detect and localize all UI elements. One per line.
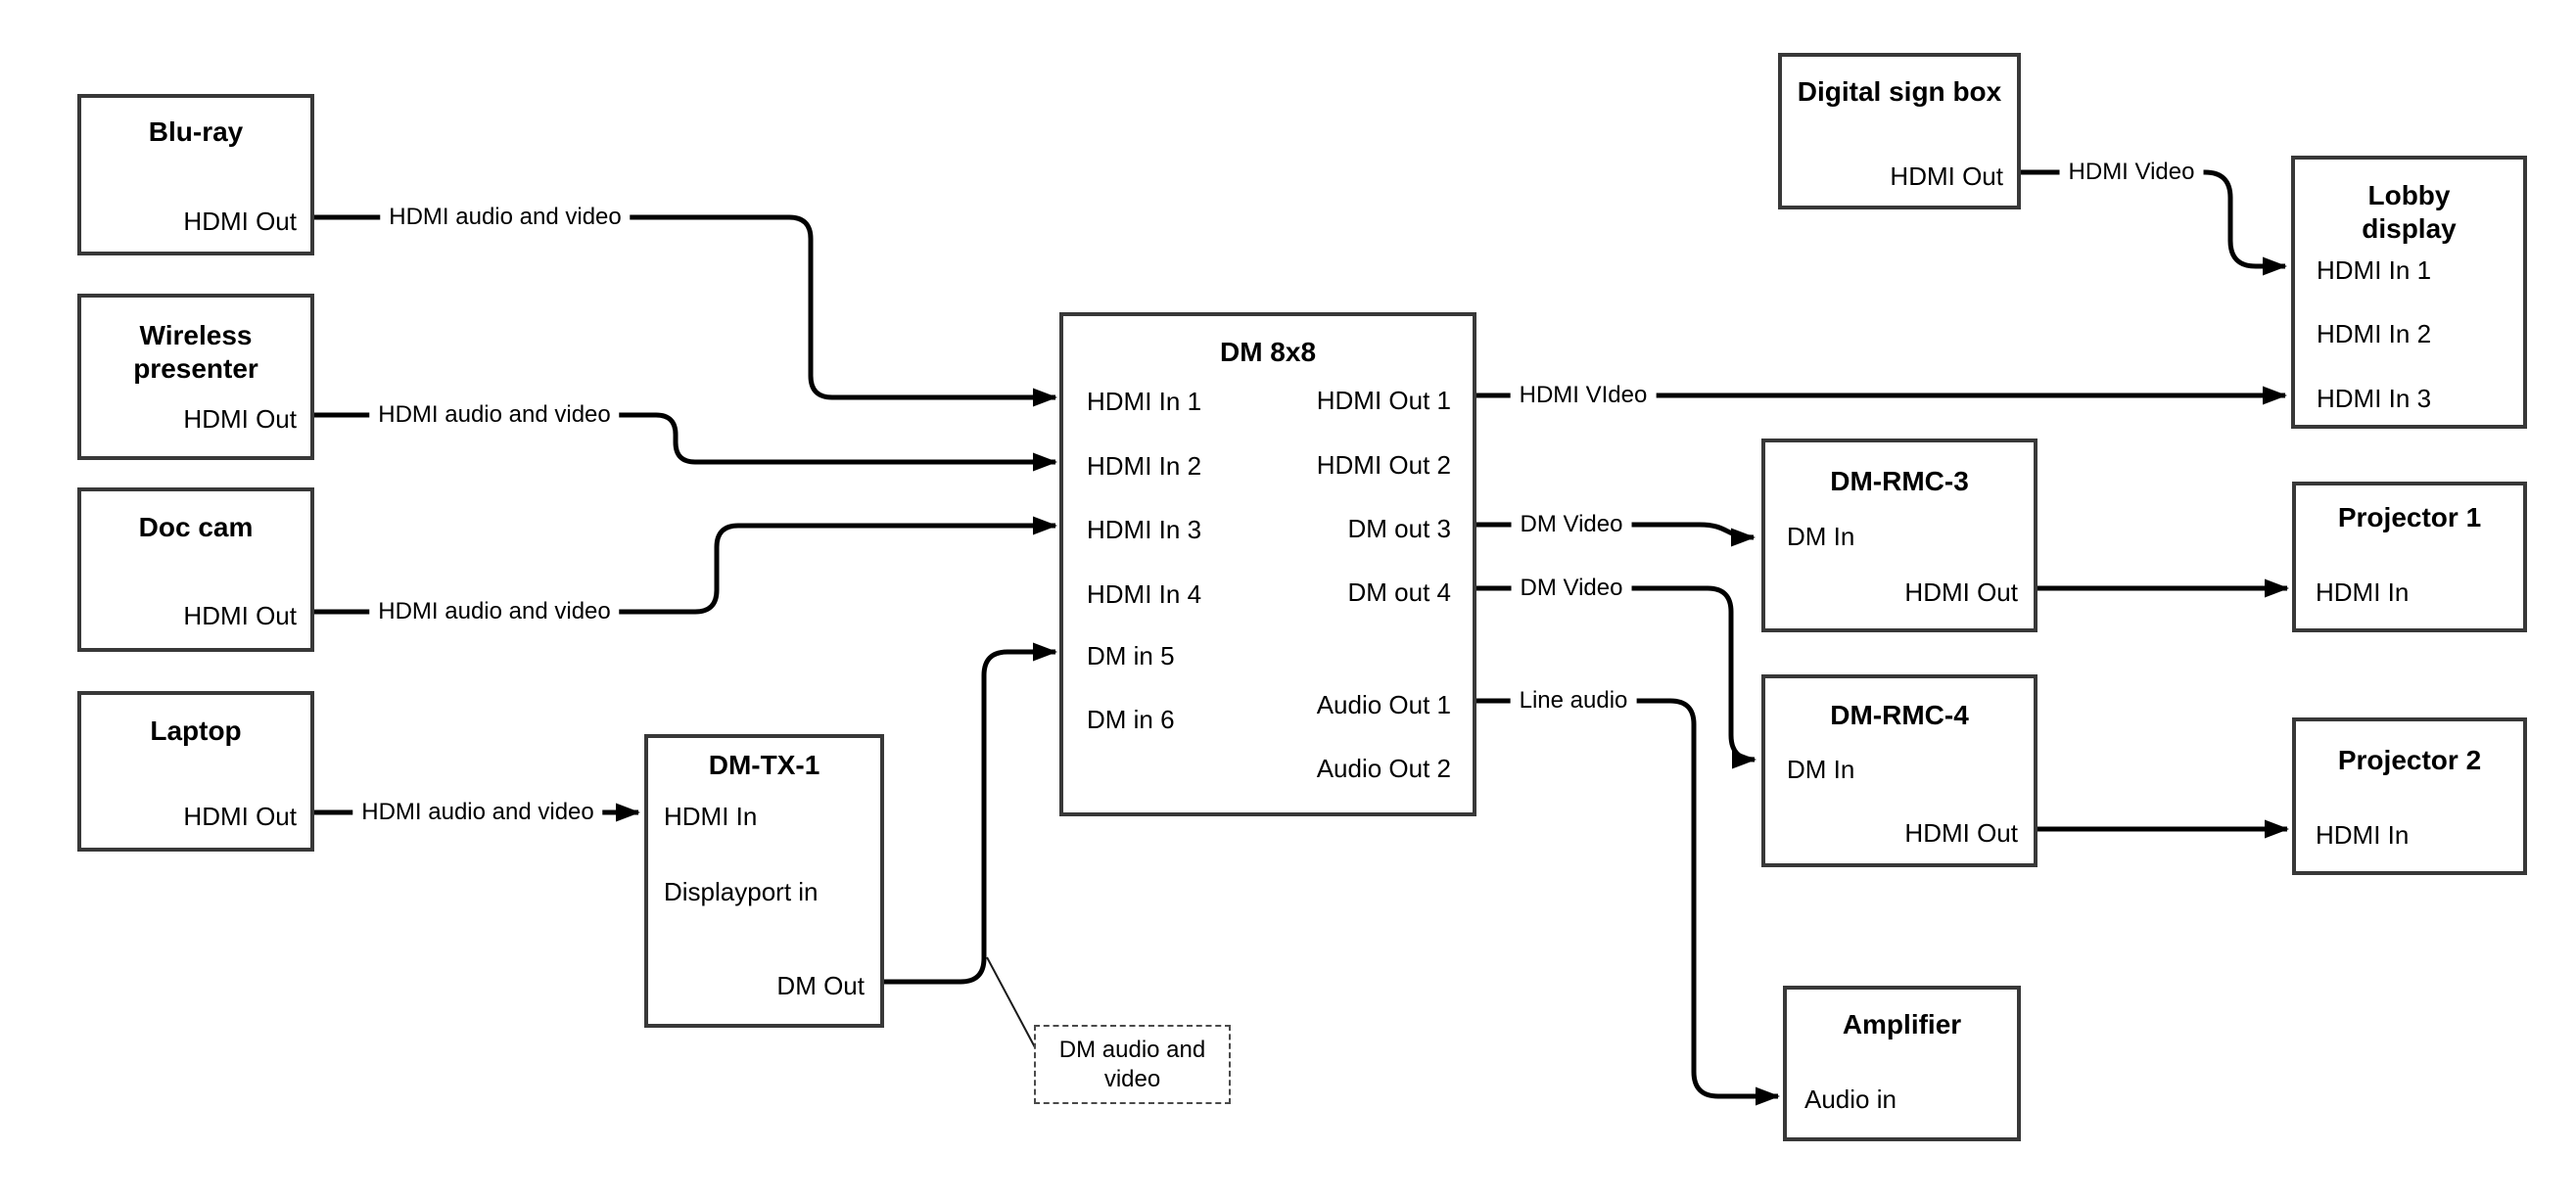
port-laptop-hdmi-out: HDMI Out	[183, 802, 297, 831]
port-projector1-hdmi-in: HDMI In	[2316, 577, 2410, 607]
node-title: Blu-ray	[148, 116, 244, 147]
node-doc-cam[interactable]: Doc cam HDMI Out	[77, 487, 314, 652]
port-dm8x8-hdmi-in-4: HDMI In 4	[1087, 579, 1202, 609]
node-title: Projector 1	[2337, 502, 2482, 532]
node-laptop[interactable]: Laptop HDMI Out	[77, 691, 314, 852]
node-dm-8x8[interactable]: DM 8x8 HDMI In 1 HDMI In 2 HDMI In 3 HDM…	[1059, 312, 1476, 816]
port-dm8x8-hdmi-in-2: HDMI In 2	[1087, 451, 1202, 481]
port-dm8x8-audio-out-2: Audio Out 2	[1316, 754, 1451, 783]
callout-leader-line	[986, 956, 1036, 1048]
edge-label-bluray: HDMI audio and video	[380, 203, 631, 232]
connector-wireless-to-dm8x8-hdmi-in-2[interactable]	[312, 412, 1057, 472]
port-lobby-hdmi-in-2: HDMI In 2	[2317, 319, 2432, 348]
port-dm8x8-hdmi-out-1: HDMI Out 1	[1316, 386, 1451, 415]
edge-label-laptop: HDMI audio and video	[352, 798, 603, 827]
edge-label-doccam: HDMI audio and video	[369, 597, 620, 626]
node-projector-2[interactable]: Projector 2 HDMI In	[2292, 717, 2527, 875]
node-title: Lobby display	[2362, 180, 2457, 244]
node-title: Digital sign box	[1797, 76, 2002, 107]
node-title: Projector 2	[2337, 745, 2482, 775]
connector-dm8x8-audio-out-1-to-amplifier[interactable]	[1476, 698, 1780, 1106]
port-rmc4-hdmi-out: HDMI Out	[1904, 818, 2018, 848]
edge-label-hdmi-out-1: HDMI VIdeo	[1510, 381, 1657, 410]
connector-dmtx1-dmout-to-dm8x8-dm-in-5[interactable]	[884, 642, 1057, 985]
node-dm-rmc-3[interactable]: DM-RMC-3 DM In HDMI Out	[1761, 439, 2037, 632]
port-dm8x8-hdmi-out-2: HDMI Out 2	[1316, 450, 1451, 480]
node-title: DM-TX-1	[708, 750, 820, 780]
node-title: DM-RMC-3	[1830, 466, 1969, 496]
port-dmtx1-dm-out: DM Out	[776, 971, 865, 1000]
edge-label-dm-out-4: DM Video	[1511, 574, 1632, 603]
edge-label-signbox: HDMI Video	[2059, 158, 2204, 187]
port-dm8x8-hdmi-in-3: HDMI In 3	[1087, 515, 1202, 544]
node-dm-rmc-4[interactable]: DM-RMC-4 DM In HDMI Out	[1761, 674, 2037, 867]
port-bluray-hdmi-out: HDMI Out	[183, 207, 297, 236]
port-dm8x8-dm-out-3: DM out 3	[1347, 514, 1452, 543]
node-title: DM-RMC-4	[1830, 700, 1969, 730]
connector-dm8x8-dm-out-4-to-rmc4-dm-in[interactable]	[1476, 585, 1756, 769]
port-dm8x8-dm-in-6: DM in 6	[1087, 705, 1175, 734]
edge-label-audio-out-1: Line audio	[1510, 686, 1637, 716]
port-lobby-hdmi-in-1: HDMI In 1	[2317, 255, 2432, 285]
port-signbox-hdmi-out: HDMI Out	[1890, 162, 2003, 191]
connector-bluray-to-dm8x8-hdmi-in-1[interactable]	[312, 214, 1057, 407]
connector-signbox-to-lobby-hdmi-in-1[interactable]	[2021, 169, 2287, 276]
port-dm8x8-dm-in-5: DM in 5	[1087, 641, 1175, 670]
edge-label-dm-out-3: DM Video	[1511, 510, 1632, 539]
port-dm8x8-hdmi-in-1: HDMI In 1	[1087, 387, 1202, 416]
node-title: Doc cam	[138, 512, 254, 542]
node-amplifier[interactable]: Amplifier Audio in	[1783, 986, 2021, 1141]
edge-label-wireless: HDMI audio and video	[369, 400, 620, 430]
port-wireless-hdmi-out: HDMI Out	[183, 404, 297, 434]
port-dmtx1-hdmi-in: HDMI In	[664, 802, 758, 831]
port-doccam-hdmi-out: HDMI Out	[183, 601, 297, 630]
node-lobby-display[interactable]: Lobby display HDMI In 1 HDMI In 2 HDMI I…	[2291, 156, 2527, 429]
port-lobby-hdmi-in-3: HDMI In 3	[2317, 384, 2432, 413]
connector-dm8x8-dm-out-3-to-rmc3-dm-in[interactable]	[1476, 522, 1756, 547]
callout-dm-audio-and-video[interactable]: DM audio and video	[1034, 1025, 1231, 1104]
node-title: DM 8x8	[1219, 337, 1317, 367]
port-rmc3-dm-in: DM In	[1787, 522, 1855, 551]
port-dmtx1-displayport-in: Displayport in	[664, 877, 819, 906]
node-title: Laptop	[150, 716, 242, 746]
node-title: Amplifier	[1842, 1009, 1962, 1039]
node-projector-1[interactable]: Projector 1 HDMI In	[2292, 482, 2527, 632]
callout-text: DM audio and video	[1058, 1036, 1206, 1092]
port-projector2-hdmi-in: HDMI In	[2316, 820, 2410, 850]
node-bluray[interactable]: Blu-ray HDMI Out	[77, 94, 314, 255]
node-dm-tx-1[interactable]: DM-TX-1 HDMI In Displayport in DM Out	[644, 734, 884, 1028]
node-digital-sign-box[interactable]: Digital sign box HDMI Out	[1778, 53, 2021, 209]
port-dm8x8-audio-out-1: Audio Out 1	[1316, 690, 1451, 719]
port-amplifier-audio-in: Audio in	[1804, 1085, 1897, 1114]
connector-doccam-to-dm8x8-hdmi-in-3[interactable]	[312, 516, 1057, 615]
node-title: Wireless presenter	[133, 320, 258, 384]
port-dm8x8-dm-out-4: DM out 4	[1347, 577, 1452, 607]
port-rmc4-dm-in: DM In	[1787, 755, 1855, 784]
node-wireless-presenter[interactable]: Wireless presenter HDMI Out	[77, 294, 314, 460]
port-rmc3-hdmi-out: HDMI Out	[1904, 577, 2018, 607]
